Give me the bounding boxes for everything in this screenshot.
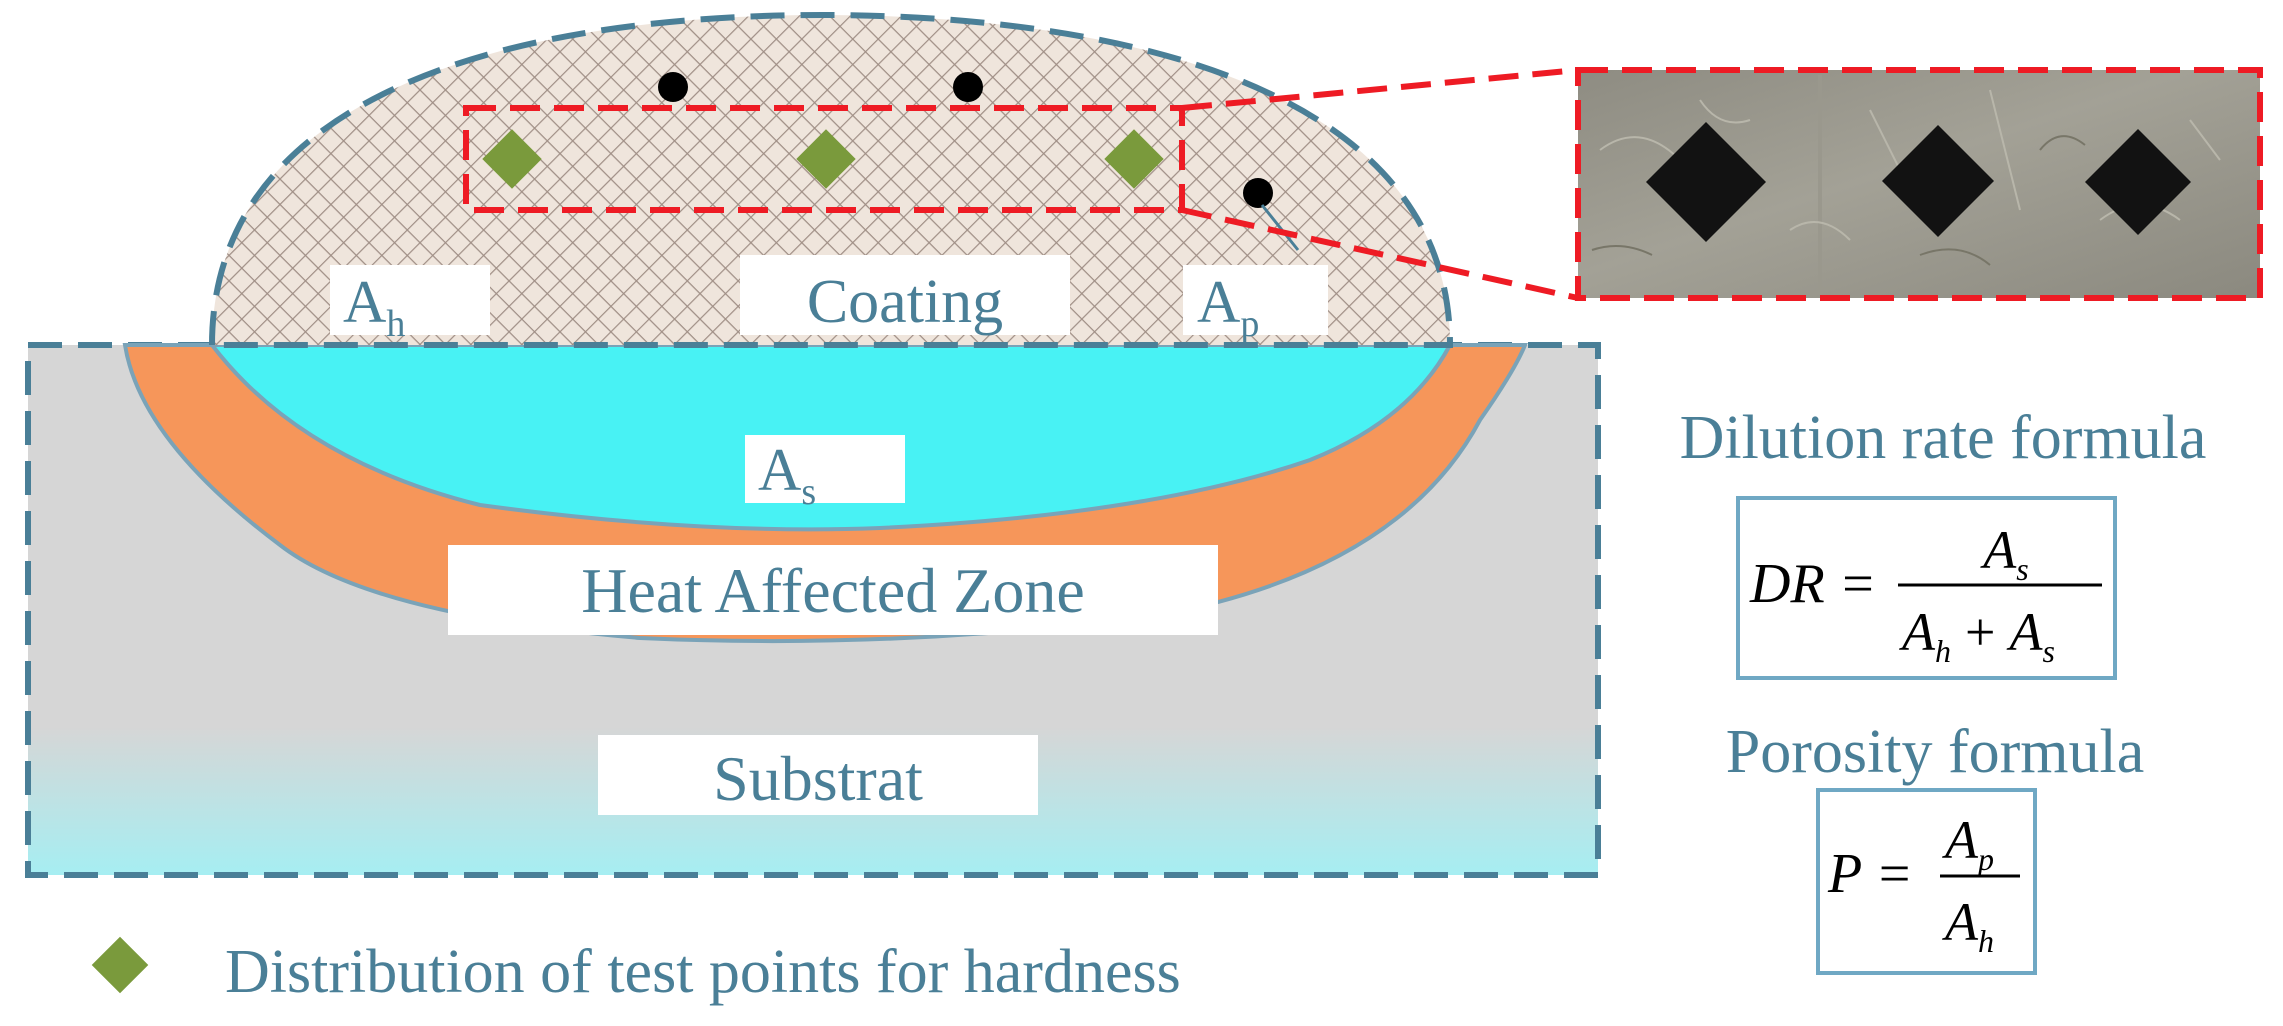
label-box-haz [448, 545, 1218, 635]
indent-mark [2085, 129, 2191, 235]
label-box-coating [740, 255, 1070, 335]
hardness-region-highlight [463, 105, 1185, 213]
dilution-formula: DR = As Ah+As [1749, 520, 2102, 669]
dilution-formula-box [1736, 496, 2117, 680]
label-box-ap [1183, 265, 1328, 335]
hardness-point-marker [796, 129, 856, 189]
label-ah: Ah [343, 269, 405, 345]
label-box-ah [330, 265, 490, 335]
svg-text:Ah+As: Ah+As [1899, 602, 2055, 669]
hardness-point-marker [1104, 129, 1164, 189]
hardness-point-marker [482, 129, 542, 189]
pore-dot [953, 72, 983, 102]
zoom-line-bottom [1181, 207, 1579, 301]
indent-mark [1646, 122, 1766, 242]
indent-mark [1882, 125, 1994, 237]
legend-text: Distribution of test points for hardness [225, 938, 1181, 1006]
label-box-as [745, 435, 905, 503]
label-ap: Ap [1197, 269, 1259, 345]
svg-text:P =: P = [1827, 843, 1913, 905]
legend-marker-icon [91, 936, 149, 994]
pore-dot [658, 72, 688, 102]
pore-dot [1243, 178, 1273, 208]
label-haz: Heat Affected Zone [581, 555, 1084, 626]
porosity-formula-box [1816, 788, 2037, 975]
label-box-substrat [598, 735, 1038, 815]
porosity-formula: P = Ap Ah [1827, 810, 2020, 959]
dilution-formula-title: Dilution rate formula [1680, 404, 2207, 472]
label-as: As [758, 437, 816, 513]
svg-text:As: As [1980, 520, 2028, 587]
pore-leader-line [1260, 204, 1300, 251]
label-coating: Coating [807, 268, 1003, 336]
label-substrat: Substrat [713, 743, 923, 814]
svg-text:Ap: Ap [1942, 810, 1994, 877]
porosity-formula-title: Porosity formula [1726, 718, 2144, 786]
svg-text:DR =: DR = [1749, 553, 1876, 615]
svg-text:Ah: Ah [1942, 892, 1994, 959]
zoom-line-top [1181, 67, 1579, 111]
indentation-micrograph [1575, 67, 2263, 301]
